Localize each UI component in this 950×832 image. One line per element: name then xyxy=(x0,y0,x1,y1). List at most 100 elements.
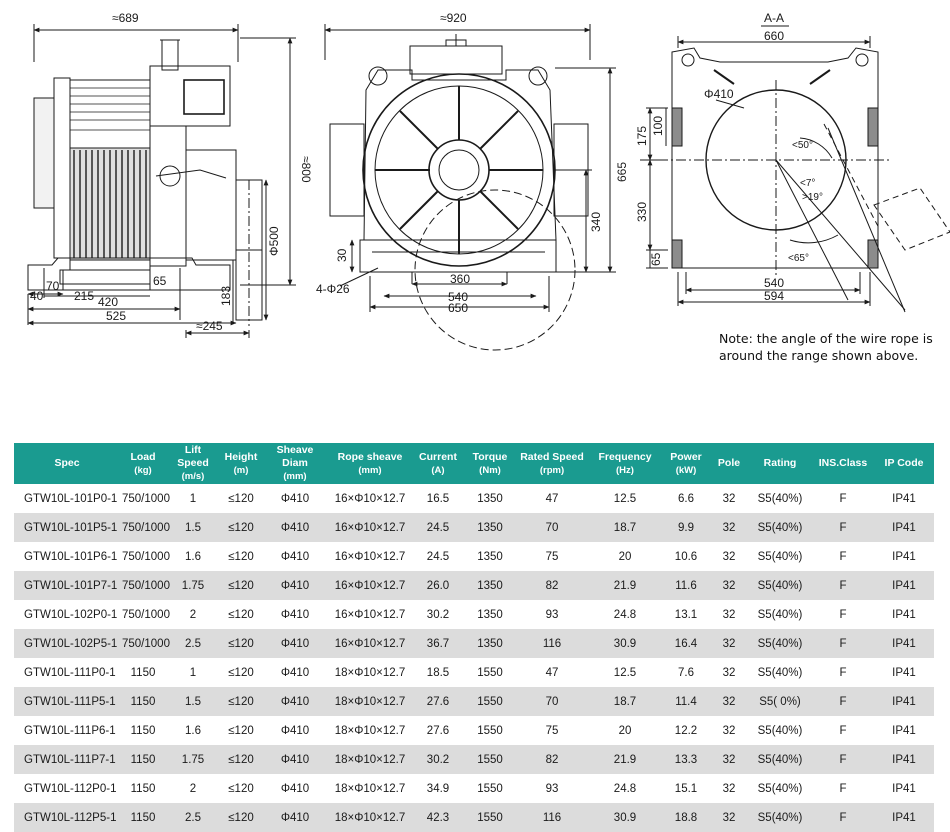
table-cell: GTW10L-101P6-1 xyxy=(14,542,120,571)
table-cell: 70 xyxy=(516,687,588,716)
table-cell: 1550 xyxy=(464,774,516,803)
table-cell: 116 xyxy=(516,803,588,832)
column-header: IP Code xyxy=(874,443,934,484)
table-cell: F xyxy=(812,774,874,803)
side-dim-width: ≈920 xyxy=(440,11,467,25)
column-header-label: IP Code xyxy=(884,457,924,469)
table-cell: GTW10L-101P5-1 xyxy=(14,513,120,542)
column-header: Rating xyxy=(748,443,812,484)
table-cell: GTW10L-112P0-1 xyxy=(14,774,120,803)
table-cell: ≤120 xyxy=(220,513,262,542)
section-angle-19: >19° xyxy=(802,192,823,203)
table-cell: S5(40%) xyxy=(748,803,812,832)
column-header-unit: (kW) xyxy=(675,464,697,476)
column-header-label: Torque xyxy=(472,450,508,463)
table-cell: S5(40%) xyxy=(748,629,812,658)
table-cell: 47 xyxy=(516,484,588,513)
table-cell: 18.5 xyxy=(412,658,464,687)
table-cell: Φ410 xyxy=(262,745,328,774)
table-cell: 11.6 xyxy=(662,571,710,600)
table-cell: GTW10L-101P0-1 xyxy=(14,484,120,513)
section-angle-7: <7° xyxy=(800,178,815,189)
table-cell: S5( 0%) xyxy=(748,687,812,716)
table-cell: 16×Φ10×12.7 xyxy=(328,571,412,600)
table-cell: 12.5 xyxy=(588,484,662,513)
table-cell: 18×Φ10×12.7 xyxy=(328,687,412,716)
table-cell: 2.5 xyxy=(166,629,220,658)
table-cell: 1 xyxy=(166,658,220,687)
table-cell: 27.6 xyxy=(412,716,464,745)
table-cell: 18.7 xyxy=(588,513,662,542)
table-cell: 1350 xyxy=(464,629,516,658)
column-header-label: Rating xyxy=(763,457,797,469)
table-cell: 13.1 xyxy=(662,600,710,629)
table-cell: F xyxy=(812,571,874,600)
technical-drawings: ≈689 ≈800 Φ500 183 ≈245 70 40 215 65 420… xyxy=(27,11,950,351)
table-cell: GTW10L-111P7-1 xyxy=(14,745,120,774)
table-cell: 1.6 xyxy=(166,542,220,571)
table-cell: 34.9 xyxy=(412,774,464,803)
table-cell: IP41 xyxy=(874,658,934,687)
table-cell: 16.5 xyxy=(412,484,464,513)
table-cell: 32 xyxy=(710,687,748,716)
table-cell: 24.5 xyxy=(412,513,464,542)
front-view-drawing xyxy=(27,24,296,338)
table-cell: 1550 xyxy=(464,658,516,687)
table-cell: GTW10L-111P5-1 xyxy=(14,687,120,716)
table-cell: Φ410 xyxy=(262,513,328,542)
table-cell: F xyxy=(812,484,874,513)
side-dim-540: 540 xyxy=(448,290,468,304)
table-cell: 18×Φ10×12.7 xyxy=(328,774,412,803)
table-cell: ≤120 xyxy=(220,803,262,832)
table-cell: 750/1000 xyxy=(120,600,170,629)
table-cell: 18×Φ10×12.7 xyxy=(328,803,412,832)
table-cell: 1550 xyxy=(464,716,516,745)
table-cell: 2.5 xyxy=(166,803,220,832)
table-cell: ≤120 xyxy=(220,687,262,716)
column-header: Power(kW) xyxy=(662,443,710,484)
table-cell: Φ410 xyxy=(262,484,328,513)
front-dim-245: ≈245 xyxy=(196,319,223,333)
table-cell: S5(40%) xyxy=(748,716,812,745)
table-cell: 21.9 xyxy=(588,571,662,600)
side-dim-holes: 4-Φ26 xyxy=(316,282,350,296)
side-dim-340: 340 xyxy=(589,212,603,232)
table-cell: IP41 xyxy=(874,803,934,832)
table-cell: GTW10L-111P0-1 xyxy=(14,658,120,687)
table-cell: 32 xyxy=(710,774,748,803)
front-dim-height: ≈800 xyxy=(299,156,313,183)
table-cell: IP41 xyxy=(874,513,934,542)
column-header-label: Rope sheave xyxy=(337,450,403,463)
table-cell: 30.2 xyxy=(412,745,464,774)
table-cell: 1150 xyxy=(120,716,166,745)
side-dim-665: 665 xyxy=(615,162,629,182)
column-header-label: Height xyxy=(224,450,258,463)
table-cell: 24.5 xyxy=(412,542,464,571)
column-header-unit: (A) xyxy=(431,464,445,476)
table-cell: S5(40%) xyxy=(748,658,812,687)
section-dim-phi410: Φ410 xyxy=(704,87,734,101)
table-cell: GTW10L-101P7-1 xyxy=(14,571,120,600)
table-cell: ≤120 xyxy=(220,600,262,629)
table-cell: 75 xyxy=(516,542,588,571)
table-cell: 75 xyxy=(516,716,588,745)
table-cell: 1150 xyxy=(120,658,166,687)
column-header-label: Lift Speed xyxy=(177,444,209,469)
table-cell: 32 xyxy=(710,542,748,571)
front-dim-65: 65 xyxy=(153,274,167,288)
table-cell: 32 xyxy=(710,513,748,542)
column-header-label: Pole xyxy=(717,457,741,469)
side-view-drawing xyxy=(324,24,616,351)
table-cell: 30.9 xyxy=(588,803,662,832)
column-header-unit: (mm) xyxy=(358,464,382,476)
table-cell: 32 xyxy=(710,629,748,658)
table-cell: 93 xyxy=(516,600,588,629)
table-cell: 116 xyxy=(516,629,588,658)
